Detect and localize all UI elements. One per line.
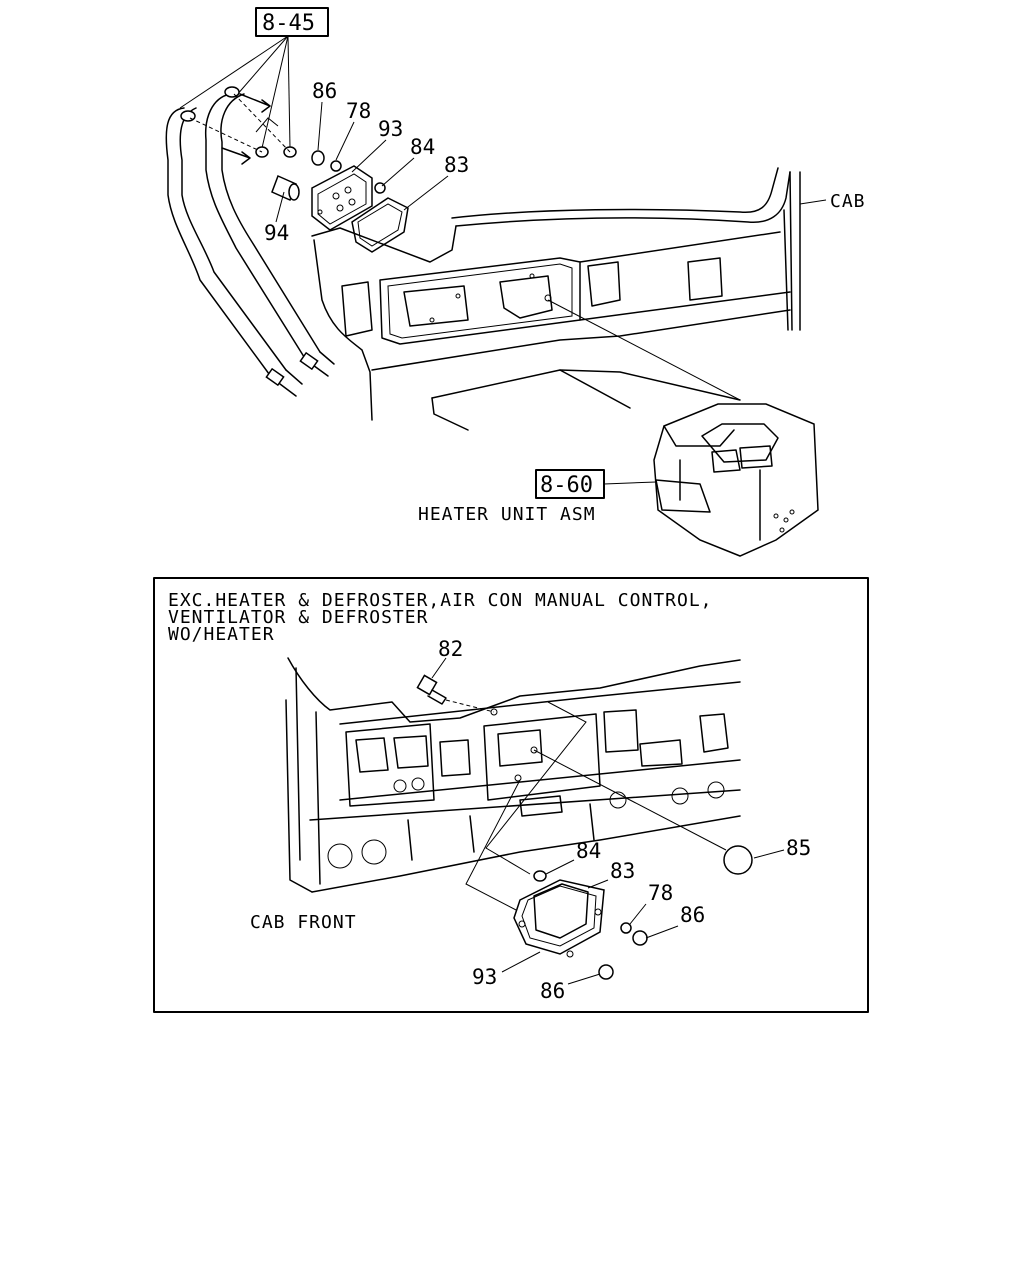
inset-label-83: 83 — [610, 859, 635, 883]
ref-box-8-60[interactable]: 8-60 — [535, 469, 605, 499]
top-part-labels: 86 78 93 84 83 94 — [264, 79, 469, 245]
plug-85 — [533, 749, 785, 875]
valve-assembly — [311, 150, 409, 253]
inset-label-84: 84 — [576, 839, 601, 863]
cab-firewall-top — [311, 167, 801, 431]
bolt-82 — [416, 657, 495, 713]
ref-box-8-45[interactable]: 8-45 — [255, 7, 329, 37]
inset-title-line2: VENTILATOR & DEFROSTER — [168, 607, 428, 628]
inset-label-78: 78 — [648, 881, 673, 905]
top-view: 8-45 — [165, 7, 866, 557]
cab-label-group: CAB — [799, 191, 866, 212]
heater-unit-asm — [653, 403, 819, 557]
label-94: 94 — [264, 221, 289, 245]
inset-label-93: 93 — [472, 965, 497, 989]
inset-title-line3: WO/HEATER — [168, 624, 275, 645]
inset-label-86-lower: 86 — [540, 979, 565, 1003]
hose-clamps — [180, 86, 297, 165]
inset-title-line1: EXC.HEATER & DEFROSTER,AIR CON MANUAL CO… — [168, 590, 713, 611]
label-83: 83 — [444, 153, 469, 177]
inset-view: EXC.HEATER & DEFROSTER,AIR CON MANUAL CO… — [153, 577, 869, 1013]
label-78: 78 — [346, 99, 371, 123]
part-94-fitting — [271, 174, 300, 202]
inset-label-86-upper: 86 — [680, 903, 705, 927]
label-93: 93 — [378, 117, 403, 141]
label-84: 84 — [410, 135, 435, 159]
cab-label: CAB — [830, 191, 866, 212]
ref-box-8-60-text: 8-60 — [540, 473, 593, 498]
ref-box-8-45-text: 8-45 — [262, 11, 315, 36]
inset-valve-cover — [513, 870, 648, 980]
cab-front-panel — [285, 657, 741, 893]
cab-front-label: CAB FRONT — [250, 912, 357, 933]
inset-leaders — [465, 701, 587, 913]
heater-leader — [547, 299, 741, 401]
heater-hoses — [165, 93, 335, 397]
inset-label-82: 82 — [438, 637, 463, 661]
label-86: 86 — [312, 79, 337, 103]
inset-frame — [153, 577, 869, 1013]
ref-8-45-leaders — [179, 35, 291, 149]
ref-8-60-leader — [603, 481, 657, 485]
inset-label-85: 85 — [786, 836, 811, 860]
inset-part-labels: 82 85 84 83 78 86 93 86 — [438, 637, 811, 1003]
heater-unit-label: HEATER UNIT ASM — [418, 504, 596, 525]
